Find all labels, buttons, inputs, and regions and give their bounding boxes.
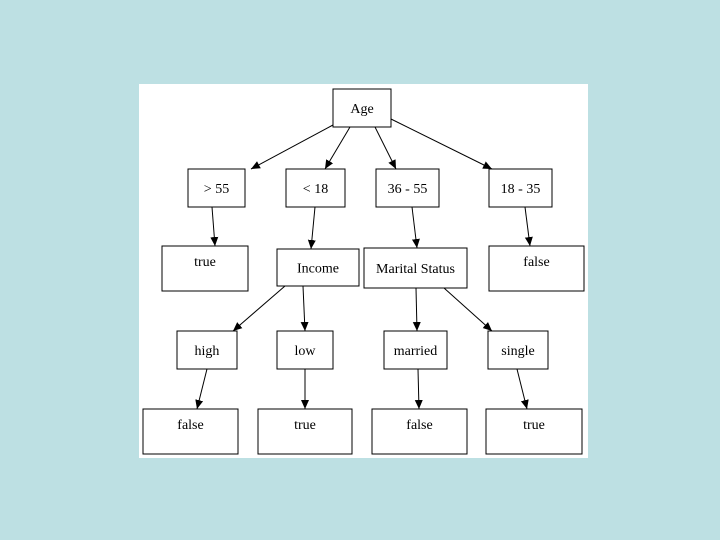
node-box — [257, 408, 353, 455]
node-box — [371, 408, 468, 455]
node-box — [488, 245, 585, 292]
node-false1: false — [488, 245, 585, 292]
node-box — [176, 330, 238, 370]
node-box — [285, 168, 346, 208]
node-box — [383, 330, 448, 370]
edge-r3655-to-marital — [411, 206, 420, 249]
node-box — [187, 168, 246, 208]
edge-married-to-false3 — [414, 368, 423, 410]
node-label: 18 - 35 — [501, 182, 541, 197]
node-label: < 18 — [303, 182, 328, 197]
node-box — [487, 330, 549, 370]
node-label: single — [501, 344, 534, 359]
node-label: Income — [297, 262, 339, 277]
node-label: false — [406, 418, 432, 433]
edge-marital-to-married — [412, 287, 421, 332]
node-box — [276, 330, 334, 370]
node-label: true — [523, 418, 545, 433]
edge-age-to-r3655 — [374, 126, 397, 170]
node-married: married — [383, 330, 448, 370]
node-marital: Marital Status — [363, 247, 468, 289]
edge-r1835-to-false1 — [524, 206, 533, 247]
edge-age-to-lt18 — [324, 126, 351, 170]
node-label: true — [194, 255, 216, 270]
edges — [195, 118, 533, 410]
node-box — [363, 247, 468, 289]
node-false3: false — [371, 408, 468, 455]
node-true1: true — [161, 245, 249, 292]
node-box — [332, 88, 392, 128]
node-box — [485, 408, 583, 455]
node-label: Marital Status — [376, 262, 455, 277]
node-label: false — [177, 418, 203, 433]
edge-single-to-true3 — [516, 368, 529, 410]
node-label: false — [523, 255, 549, 270]
edge-gt55-to-true1 — [210, 206, 219, 247]
node-gt55: > 55 — [187, 168, 246, 208]
edge-age-to-gt55 — [250, 124, 334, 170]
node-high: high — [176, 330, 238, 370]
node-false2: false — [142, 408, 239, 455]
nodes: Age > 55 < 18 36 - 55 18 - 35 true Income Marit… — [142, 88, 585, 455]
node-box — [276, 248, 360, 287]
node-label: low — [295, 344, 317, 359]
decision-tree-diagram: Age > 55 < 18 36 - 55 18 - 35 true Income Marit… — [142, 88, 585, 455]
node-label: > 55 — [204, 182, 229, 197]
node-true2: true — [257, 408, 353, 455]
node-label: married — [394, 344, 438, 359]
node-label: true — [294, 418, 316, 433]
decision-tree-panel: Age > 55 < 18 36 - 55 18 - 35 true Income Marit… — [139, 84, 588, 458]
node-single: single — [487, 330, 549, 370]
node-label: 36 - 55 — [388, 182, 428, 197]
edge-income-to-low — [300, 285, 309, 332]
node-r1835: 18 - 35 — [488, 168, 553, 208]
node-label: Age — [350, 102, 373, 117]
node-low: low — [276, 330, 334, 370]
node-lt18: < 18 — [285, 168, 346, 208]
node-true3: true — [485, 408, 583, 455]
edge-age-to-r1835 — [390, 118, 493, 170]
edge-high-to-false2 — [195, 368, 208, 410]
node-box — [488, 168, 553, 208]
node-box — [375, 168, 440, 208]
edge-marital-to-single — [443, 287, 493, 332]
node-r3655: 36 - 55 — [375, 168, 440, 208]
edge-income-to-high — [232, 285, 286, 332]
node-age: Age — [332, 88, 392, 128]
edge-lt18-to-income — [307, 206, 316, 250]
node-box — [142, 408, 239, 455]
node-box — [161, 245, 249, 292]
node-label: high — [195, 344, 220, 359]
node-income: Income — [276, 248, 360, 287]
